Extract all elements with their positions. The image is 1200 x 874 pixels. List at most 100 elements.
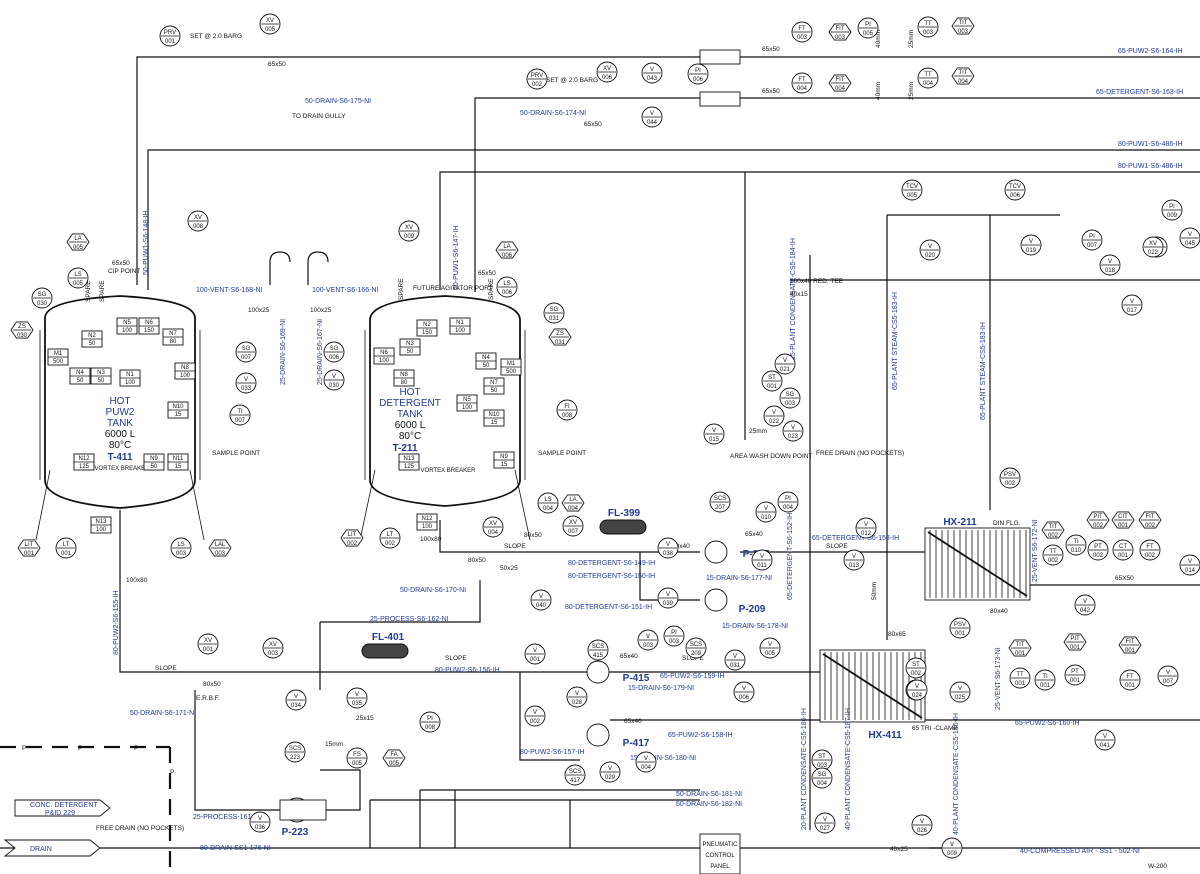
instrument-number: 005 (73, 245, 84, 251)
offpage-concdet: CONC. DETERGENT P&ID 229 (14, 799, 111, 817)
drain-label: DRAIN (30, 846, 52, 853)
instrument-letters: V (958, 686, 962, 692)
fl401-tag: FL-401 (372, 632, 405, 643)
nozzle-size: 100 (455, 328, 466, 334)
instrument-number: 012 (861, 531, 872, 537)
instrument-number: 001 (955, 631, 966, 637)
instrument-number: 009 (404, 234, 415, 240)
instrument-number: 002 (1145, 523, 1156, 529)
nozzle-id: N2 (423, 322, 431, 328)
instrument-letters: V (332, 374, 336, 380)
line-151: 80-DETERGENT-S6-151-IH (565, 604, 652, 611)
nozzle-size: 15 (175, 464, 182, 470)
nozzle-size: 50 (407, 349, 414, 355)
note-redtee: 100x40 RED. TEE (790, 278, 844, 285)
instrument-number: 004 (817, 781, 828, 787)
p-marker-1: P (22, 745, 26, 752)
size-25mmc: 25mm (749, 428, 767, 435)
t411-line3: TANK (107, 418, 133, 429)
instrument-letters: V (1130, 299, 1134, 305)
instrument-number: 005 (907, 193, 918, 199)
instrument-letters: V (294, 694, 298, 700)
instrument-number: 001 (530, 657, 541, 663)
instrument-ft003: FT 003 (791, 21, 813, 43)
size-50mm: 50mm (871, 582, 878, 600)
tank-t211: HOT DETERGENT TANK 6000 L 80°C T-211 VOR… (359, 295, 531, 541)
note-slope2: SLOPE (445, 655, 467, 662)
note-freedrain1: FREE DRAIN (NO POCKETS) (816, 450, 904, 457)
line-147: 50-PUW1-S6-147-IH (453, 225, 460, 290)
instrument-letters: XV (194, 215, 202, 221)
instrument-number: 001 (767, 384, 778, 390)
size-65x50e: 65x50 (112, 260, 130, 267)
instrument-letters: V (733, 654, 737, 660)
note-slope3: SLOPE (504, 543, 526, 550)
instrument-number: 003 (268, 651, 279, 657)
size-40mma: 40mm (875, 30, 882, 48)
nozzle-size: 100 (122, 328, 133, 334)
instrument-letters: LA (503, 244, 510, 250)
note-sample1: SAMPLE POINT (212, 450, 260, 457)
instrument-letters: TI (1042, 674, 1048, 680)
instrument-letters: V (1083, 599, 1087, 605)
instrument-letters: SCS (592, 644, 604, 650)
instrument-number: 001 (1070, 645, 1081, 651)
nozzle-id: N6 (145, 320, 153, 326)
nozzle-id: N1 (126, 372, 134, 378)
instrument-number: 207 (715, 505, 726, 511)
instrument-number: 022 (1148, 250, 1159, 256)
notes: SET @ 2.0 BARG SET @ 2.0 BARG TO DRAIN G… (85, 33, 1021, 832)
instrument-letters: PSV (1004, 472, 1016, 478)
instrument-number: 017 (1127, 308, 1138, 314)
instrument-number: 030 (329, 383, 340, 389)
instrument-number: 004 (488, 530, 499, 536)
instrument-number: 005 (265, 27, 276, 33)
instrument-number: 003 (797, 35, 808, 41)
instrument-tcv005: TCV 005 (901, 179, 923, 201)
instrument-letters: LS (544, 497, 551, 503)
instrument-number: 005 (863, 31, 874, 37)
instrument-letters: V (950, 842, 954, 848)
instrument-number: 002 (1093, 553, 1104, 559)
instrument-letters: V (1108, 259, 1112, 265)
note-sample2: SAMPLE POINT (538, 450, 586, 457)
size-65x50b: 65x50 (584, 121, 602, 128)
instrument-number: 001 (1125, 648, 1136, 654)
size-65x50d: 65x50 (762, 88, 780, 95)
nozzle-size: 80 (170, 339, 177, 345)
instrument-number: 031 (730, 663, 741, 669)
instrument-letters: TCV (906, 184, 918, 190)
instrument-number: 011 (757, 563, 767, 569)
instrument-v031: V 031 (724, 649, 746, 671)
instrument-number: 417 (570, 778, 581, 784)
instrument-number: 002 (385, 541, 396, 547)
instrument-letters: FT (798, 26, 806, 32)
size-80x40b: 80x40 (990, 608, 1008, 615)
line-486b: 80-PUW1-S6-486-IH (1118, 163, 1183, 170)
instrument-letters: SCS (690, 642, 702, 648)
